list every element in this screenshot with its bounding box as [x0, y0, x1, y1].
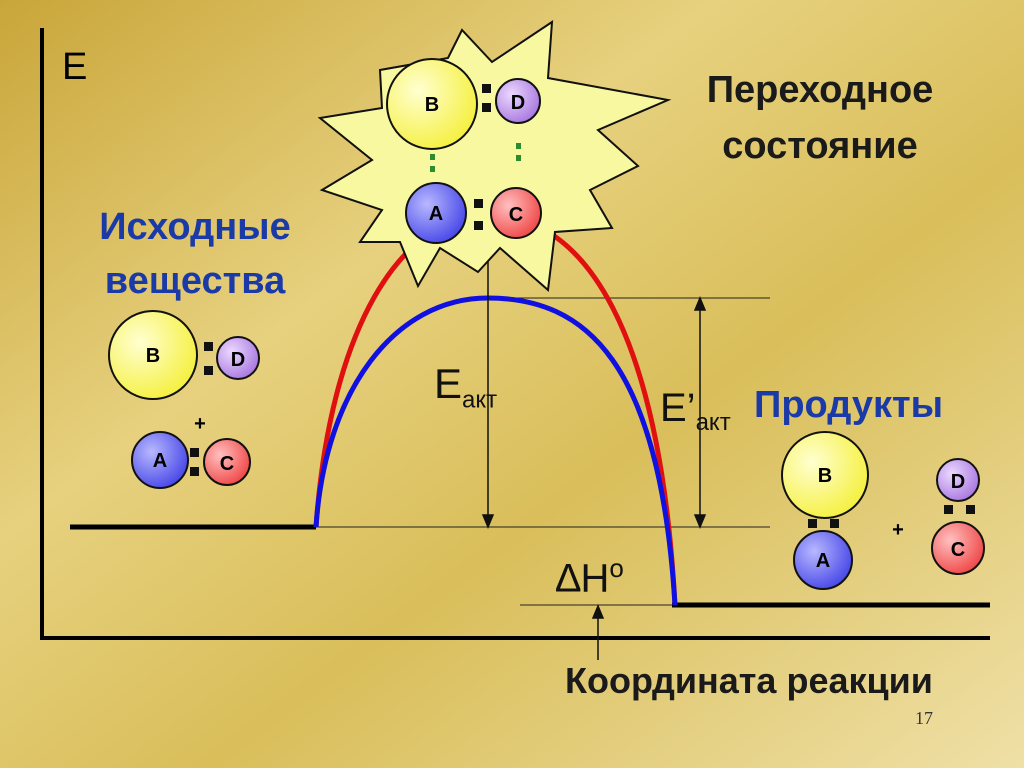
molecule-label: B — [146, 345, 160, 367]
page-number: 17 — [915, 708, 933, 728]
molecule-b-reactant: B — [108, 310, 198, 400]
molecule-label: B — [818, 465, 832, 487]
ts-bond-cd — [516, 143, 521, 161]
molecule-label: C — [509, 204, 523, 226]
activation-energy-catalyzed-arrow — [693, 296, 707, 529]
molecule-label: A — [429, 203, 443, 225]
activation-energy-catalyzed-label: E’акт — [660, 386, 731, 437]
molecule-d-product: D — [936, 458, 980, 502]
molecule-label: B — [425, 94, 439, 116]
transition-state-burst — [317, 20, 672, 292]
reactant-bond-ac — [190, 448, 199, 476]
ts-bond-ac — [474, 199, 483, 230]
product-bond-dc — [944, 505, 975, 514]
molecule-b-product: B — [781, 431, 869, 519]
x-axis-label: Координата реакции — [565, 660, 933, 701]
molecule-a-product: A — [793, 530, 853, 590]
activation-energy-label: Eакт — [434, 360, 497, 414]
ts-bond-ab — [430, 154, 435, 172]
reactants-label: Исходные вещества — [70, 200, 320, 308]
y-axis-label: E — [62, 46, 88, 88]
molecule-a-reactant: A — [131, 431, 189, 489]
activation-energy-catalyzed-sub: акт — [695, 409, 731, 436]
enthalpy-main: ∆H — [556, 556, 610, 601]
molecule-label: D — [511, 92, 525, 114]
molecule-d-ts: D — [495, 78, 541, 124]
ts-bond-bd — [482, 84, 491, 112]
transition-state-label-line1: Переходное — [706, 69, 934, 111]
activation-energy-sub: акт — [462, 386, 498, 414]
products-label: Продукты — [754, 384, 944, 426]
molecule-c-reactant: C — [203, 438, 251, 486]
molecule-a-ts: A — [405, 182, 467, 244]
molecule-label: D — [951, 471, 965, 493]
reactants-label-line2: вещества — [104, 260, 286, 302]
molecule-d-reactant: D — [216, 336, 260, 380]
plus-sign-reactants: + — [194, 413, 206, 435]
molecule-c-product: C — [931, 521, 985, 575]
activation-energy-main: E — [434, 360, 463, 407]
product-bond-ba — [808, 519, 839, 528]
transition-state-label: Переходное состояние — [655, 62, 985, 174]
reactants-label-line1: Исходные — [99, 206, 291, 248]
molecule-label: A — [153, 450, 167, 472]
activation-energy-catalyzed-main: E’ — [660, 386, 696, 430]
enthalpy-sup: o — [609, 553, 624, 583]
molecule-label: D — [231, 349, 245, 371]
molecule-label: C — [220, 453, 234, 475]
molecule-c-ts: C — [490, 187, 542, 239]
plus-sign-products: + — [892, 519, 904, 541]
molecule-label: A — [816, 550, 830, 572]
enthalpy-label: ∆Ho — [556, 553, 624, 601]
molecule-label: C — [951, 539, 965, 561]
transition-state-label-line2: состояние — [722, 125, 918, 167]
molecule-b-ts: B — [386, 58, 478, 150]
enthalpy-arrow — [591, 604, 605, 660]
reactant-bond-bd — [204, 342, 213, 375]
